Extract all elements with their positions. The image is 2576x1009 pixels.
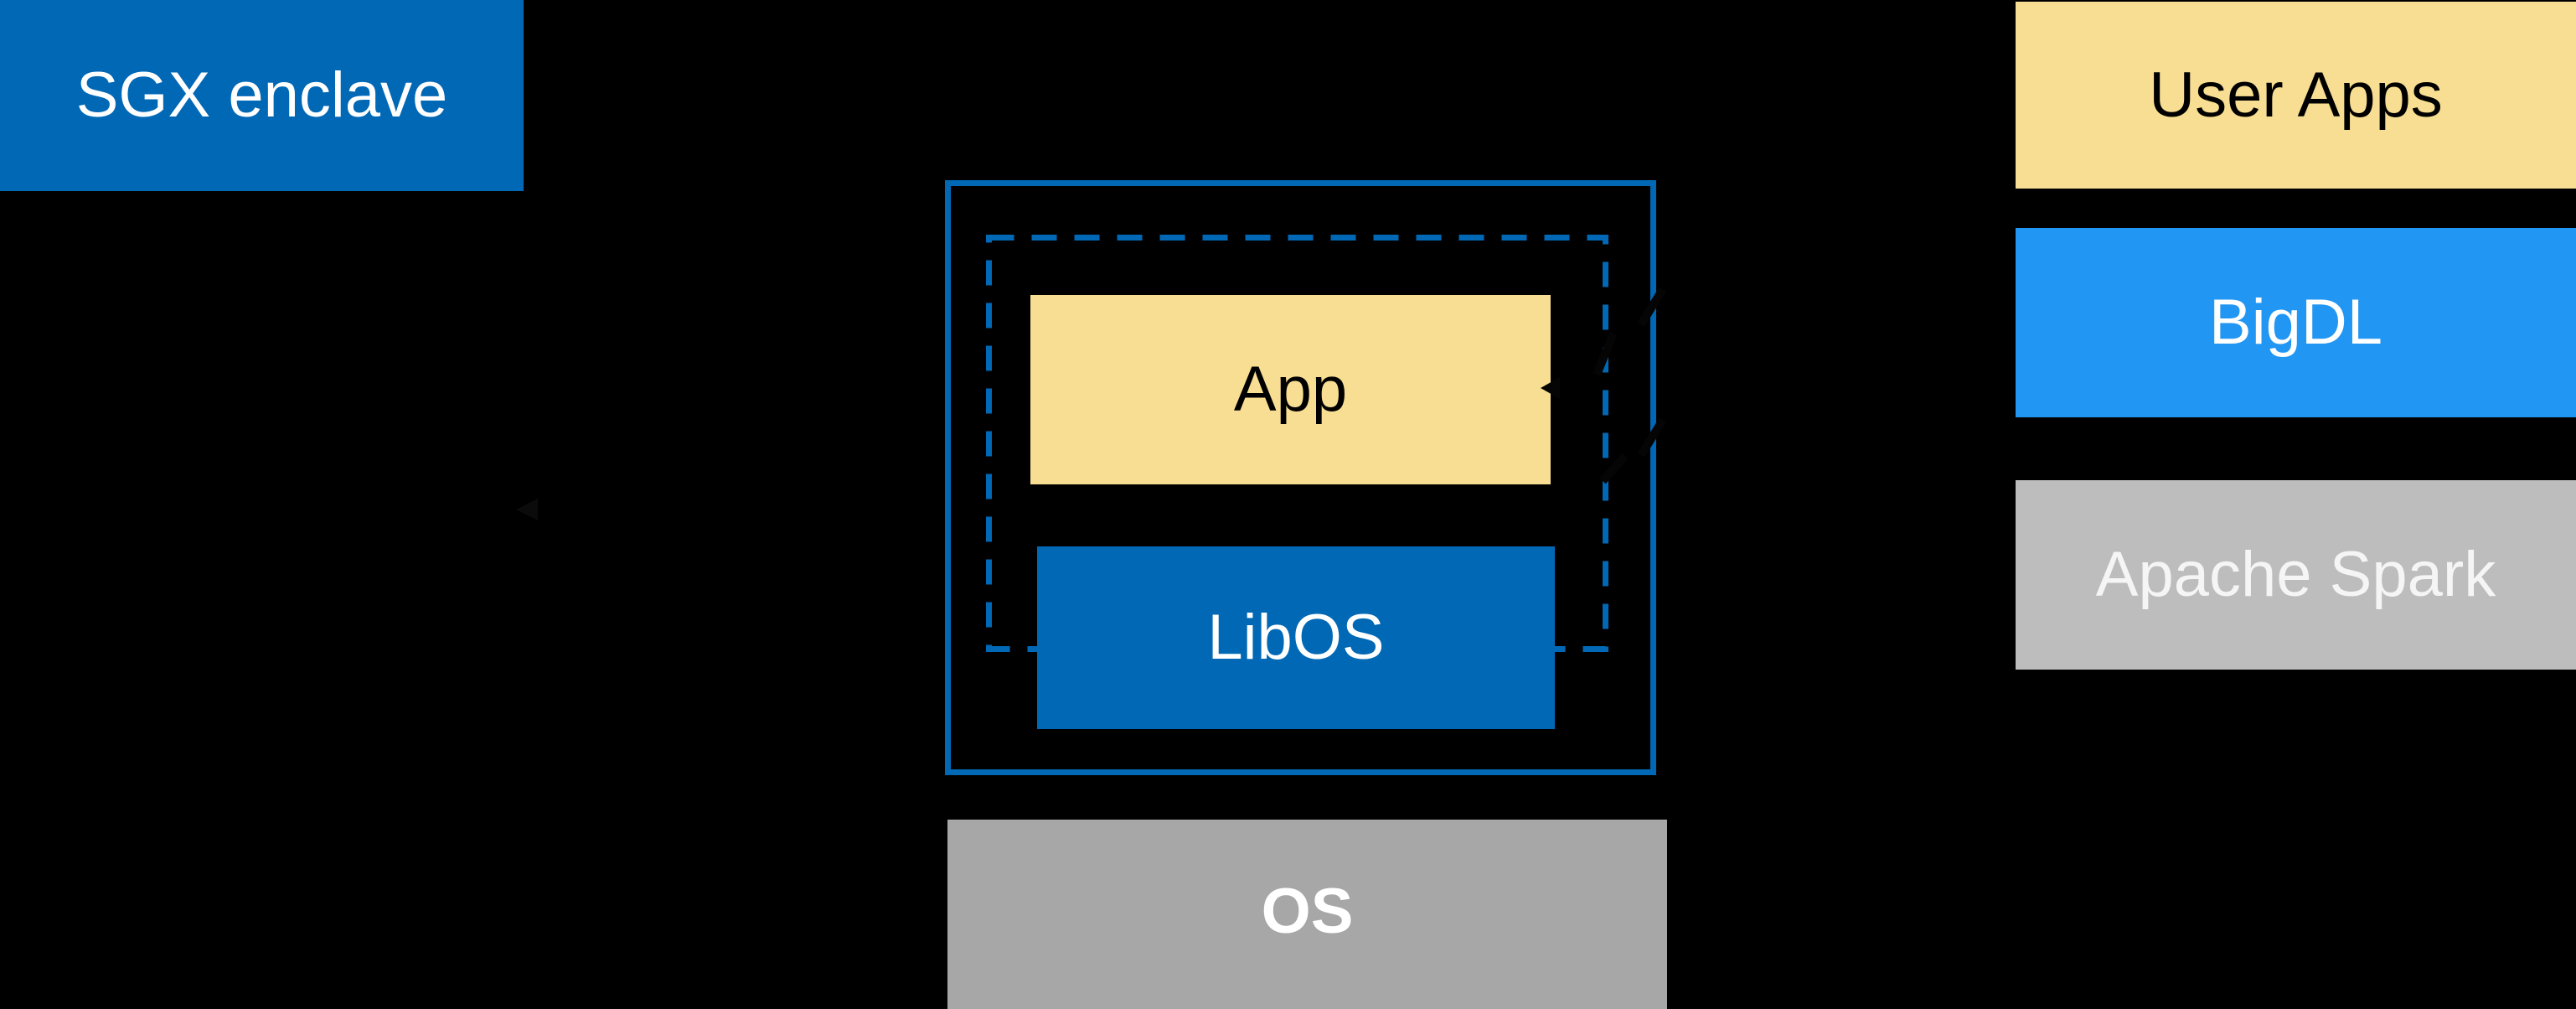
os-label: OS [1261, 876, 1354, 947]
app-box: App [1030, 295, 1551, 484]
apache-spark-box: Apache Spark [2016, 480, 2576, 670]
enclave-border-box [945, 180, 1656, 775]
user-apps-box: User Apps [2016, 2, 2576, 189]
os-box: OS [947, 820, 1667, 1009]
sgx-enclave-box: SGX enclave [0, 0, 524, 191]
user-apps-label: User Apps [2149, 59, 2443, 131]
bigdl-box: BigDL [2016, 228, 2576, 417]
sgx-enclave-label: SGX enclave [75, 60, 448, 131]
apache-spark-label: Apache Spark [2095, 539, 2496, 610]
bigdl-label: BigDL [2209, 287, 2382, 358]
libos-box: LibOS [1037, 546, 1555, 729]
app-label: App [1233, 354, 1348, 425]
libos-label: LibOS [1207, 602, 1385, 673]
